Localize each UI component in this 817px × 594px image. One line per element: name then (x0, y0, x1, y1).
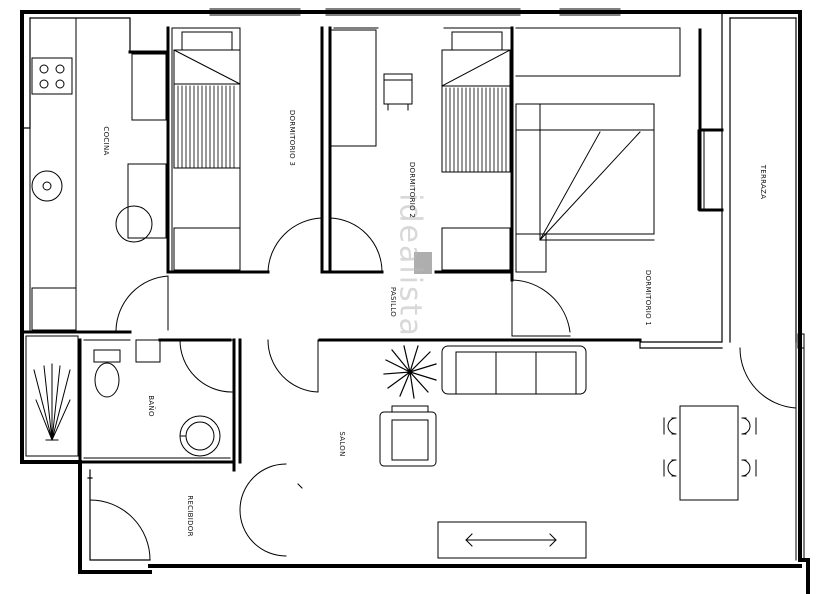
door-terraza (739, 347, 797, 409)
tv-cabinet (437, 521, 587, 559)
toilet (93, 349, 121, 398)
door-dormitorio-1 (511, 279, 571, 337)
door-salon (267, 339, 319, 393)
desk-dormitorio-2 (329, 29, 413, 147)
watermark-logo-icon (414, 252, 432, 274)
door-entrance (239, 463, 287, 557)
nightstand-dormitorio-3 (173, 227, 241, 271)
armchair (379, 405, 437, 467)
kitchen-counter (29, 17, 167, 333)
nightstand-dormitorio-2 (441, 227, 511, 271)
shower (25, 335, 79, 457)
door-kitchen (115, 275, 169, 331)
sink (179, 415, 221, 457)
door-bano (179, 339, 233, 393)
bed-dormitorio-3-stripes (177, 85, 235, 169)
label-pasillo: PASILLO (389, 286, 397, 318)
label-dormitorio-1: DORMITORIO 1 (644, 269, 652, 327)
interior-walls (20, 26, 724, 472)
plant (383, 345, 437, 399)
label-terraza: TERRAZA (759, 164, 767, 200)
label-dormitorio-3: DORMITORIO 3 (288, 109, 296, 167)
exterior-walls (20, 10, 810, 594)
label-recibidor: RECIBIDOR (186, 495, 194, 537)
label-salon: SALON (338, 431, 346, 457)
label-cocina: COCINA (102, 126, 110, 156)
dining-table (663, 405, 757, 501)
label-bano: BAÑO (147, 395, 155, 417)
windows-top (209, 8, 621, 16)
label-dormitorio-2: DORMITORIO 2 (408, 161, 416, 219)
door-dormitorio-2 (329, 217, 383, 273)
bed-dormitorio-2 (441, 31, 511, 173)
terrace-window (697, 129, 805, 561)
door-recibidor (89, 499, 151, 561)
bed-dormitorio-3 (173, 31, 241, 169)
bed-dormitorio-1 (515, 103, 655, 273)
sofa (441, 345, 587, 395)
door-dormitorio-3 (267, 217, 323, 273)
